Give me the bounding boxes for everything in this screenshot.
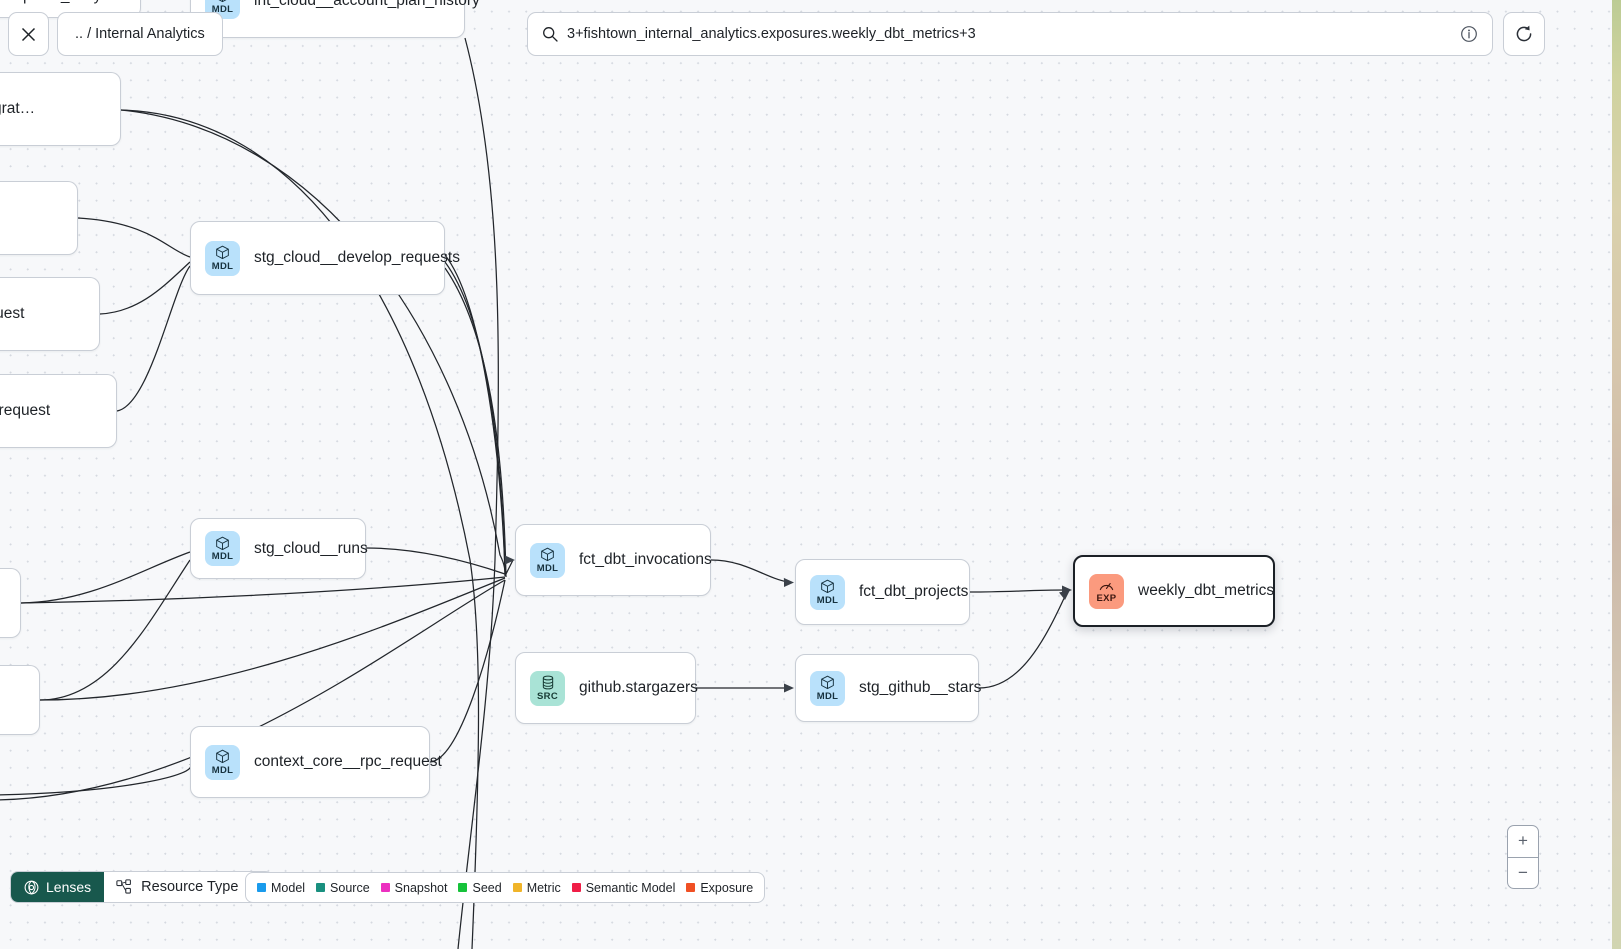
search-bar[interactable]	[527, 12, 1493, 56]
window-edge-strip	[1612, 0, 1621, 949]
mdl-badge-icon: MDL	[205, 744, 240, 780]
search-icon	[542, 26, 558, 42]
breadcrumb-label: .. / Internal Analytics	[75, 26, 205, 42]
legend-swatch-icon	[316, 883, 326, 892]
graph-node-label: multicell_migrat…	[0, 100, 36, 117]
graph-node[interactable]: multicell_migrat…	[0, 72, 121, 146]
lenses-button[interactable]: Lenses	[11, 872, 105, 902]
graph-node[interactable]: _develop_request	[0, 374, 117, 448]
graph-node[interactable]: n	[0, 568, 21, 638]
graph-node-label: fct_dbt_invocations	[579, 551, 712, 568]
legend-item[interactable]: Semantic Model	[571, 880, 676, 895]
graph-node-label: stg_cloud__develop_requests	[254, 249, 460, 266]
graph-node-label: snapshot_daily	[0, 0, 101, 5]
legend-swatch-icon	[380, 883, 390, 892]
breadcrumb[interactable]: .. / Internal Analytics	[57, 12, 223, 56]
legend-swatch-icon	[257, 883, 266, 892]
info-icon[interactable]	[1460, 25, 1478, 43]
mdl-badge-icon: MDL	[810, 670, 845, 706]
resource-type-button[interactable]: Resource Type	[104, 872, 273, 902]
legend-item[interactable]: Seed	[458, 880, 502, 895]
graph-node-label: int_cloud__account_plan_history	[254, 0, 480, 9]
graph-node[interactable]: SRC github.stargazers	[515, 652, 698, 724]
resource-type-label: Resource Type	[141, 879, 239, 895]
zoom-out-button[interactable]: −	[1518, 862, 1528, 882]
graph-node-label: weekly_dbt_metrics	[1138, 582, 1275, 599]
graph-node[interactable]: MDL fct_dbt_projects	[795, 559, 970, 625]
search-input[interactable]	[567, 26, 1460, 42]
legend-label: Model	[271, 880, 306, 895]
graph-node-label: github.stargazers	[579, 679, 698, 696]
lenses-label: Lenses	[46, 879, 92, 895]
legend-item[interactable]: Metric	[512, 880, 561, 895]
legend-label: Semantic Model	[585, 880, 676, 895]
legend-label: Metric	[526, 880, 561, 895]
graph-node[interactable]: velop_request	[0, 277, 100, 351]
legend-item[interactable]: Snapshot	[380, 880, 448, 895]
graph-node-label: context_core__rpc_request	[254, 753, 442, 770]
legend-swatch-icon	[686, 883, 696, 892]
zoom-controls: + −	[1507, 825, 1539, 889]
graph-node[interactable]: EXP weekly_dbt_metrics	[1073, 555, 1275, 627]
src-badge-icon: SRC	[530, 670, 565, 706]
legend-swatch-icon	[458, 883, 468, 892]
lenses-toolbar: Lenses Resource Type	[10, 871, 274, 903]
hierarchy-icon	[116, 879, 132, 894]
graph-node-label: _develop_request	[0, 402, 51, 419]
mdl-badge-icon: MDL	[205, 240, 240, 276]
graph-node[interactable]: MDL stg_cloud__develop_requests	[190, 221, 460, 295]
graph-node[interactable]: MDL stg_github__stars	[795, 654, 982, 722]
graph-node-label: velop_request	[0, 305, 25, 322]
graph-node[interactable]: MDL fct_dbt_invocations	[515, 524, 712, 596]
graph-node-label: stg_cloud__runs	[254, 539, 368, 557]
legend-label: Exposure	[700, 880, 754, 895]
graph-node[interactable]: p_request	[0, 181, 78, 255]
refresh-button[interactable]	[1503, 12, 1545, 56]
legend-label: Seed	[472, 880, 502, 895]
graph-node[interactable]: MDL context_core__rpc_request	[190, 726, 442, 798]
legend-label: Source	[330, 880, 370, 895]
legend-item[interactable]: Model	[257, 881, 305, 895]
legend-item[interactable]: Exposure	[686, 881, 753, 895]
lens-icon	[24, 880, 39, 894]
legend-swatch-icon	[512, 883, 522, 892]
refresh-icon	[1516, 25, 1532, 42]
exp-badge-icon: EXP	[1089, 573, 1124, 609]
close-icon	[21, 27, 36, 41]
mdl-badge-icon: MDL	[205, 531, 240, 566]
legend-swatch-icon	[571, 883, 581, 892]
legend-label: Snapshot	[394, 880, 448, 895]
resource-type-legend: Model Source Snapshot Seed Metric Semantic Mo…	[245, 872, 766, 903]
graph-node-label: stg_github__stars	[859, 679, 982, 696]
graph-node-label: fct_dbt_projects	[859, 583, 969, 600]
graph-node[interactable]: .run	[0, 665, 40, 735]
mdl-badge-icon: MDL	[810, 574, 845, 610]
graph-node[interactable]: MDL stg_cloud__runs	[190, 518, 368, 579]
zoom-in-button[interactable]: +	[1508, 826, 1538, 858]
mdl-badge-icon: MDL	[530, 542, 565, 578]
close-button[interactable]	[8, 12, 49, 56]
legend-item[interactable]: Source	[316, 881, 370, 895]
